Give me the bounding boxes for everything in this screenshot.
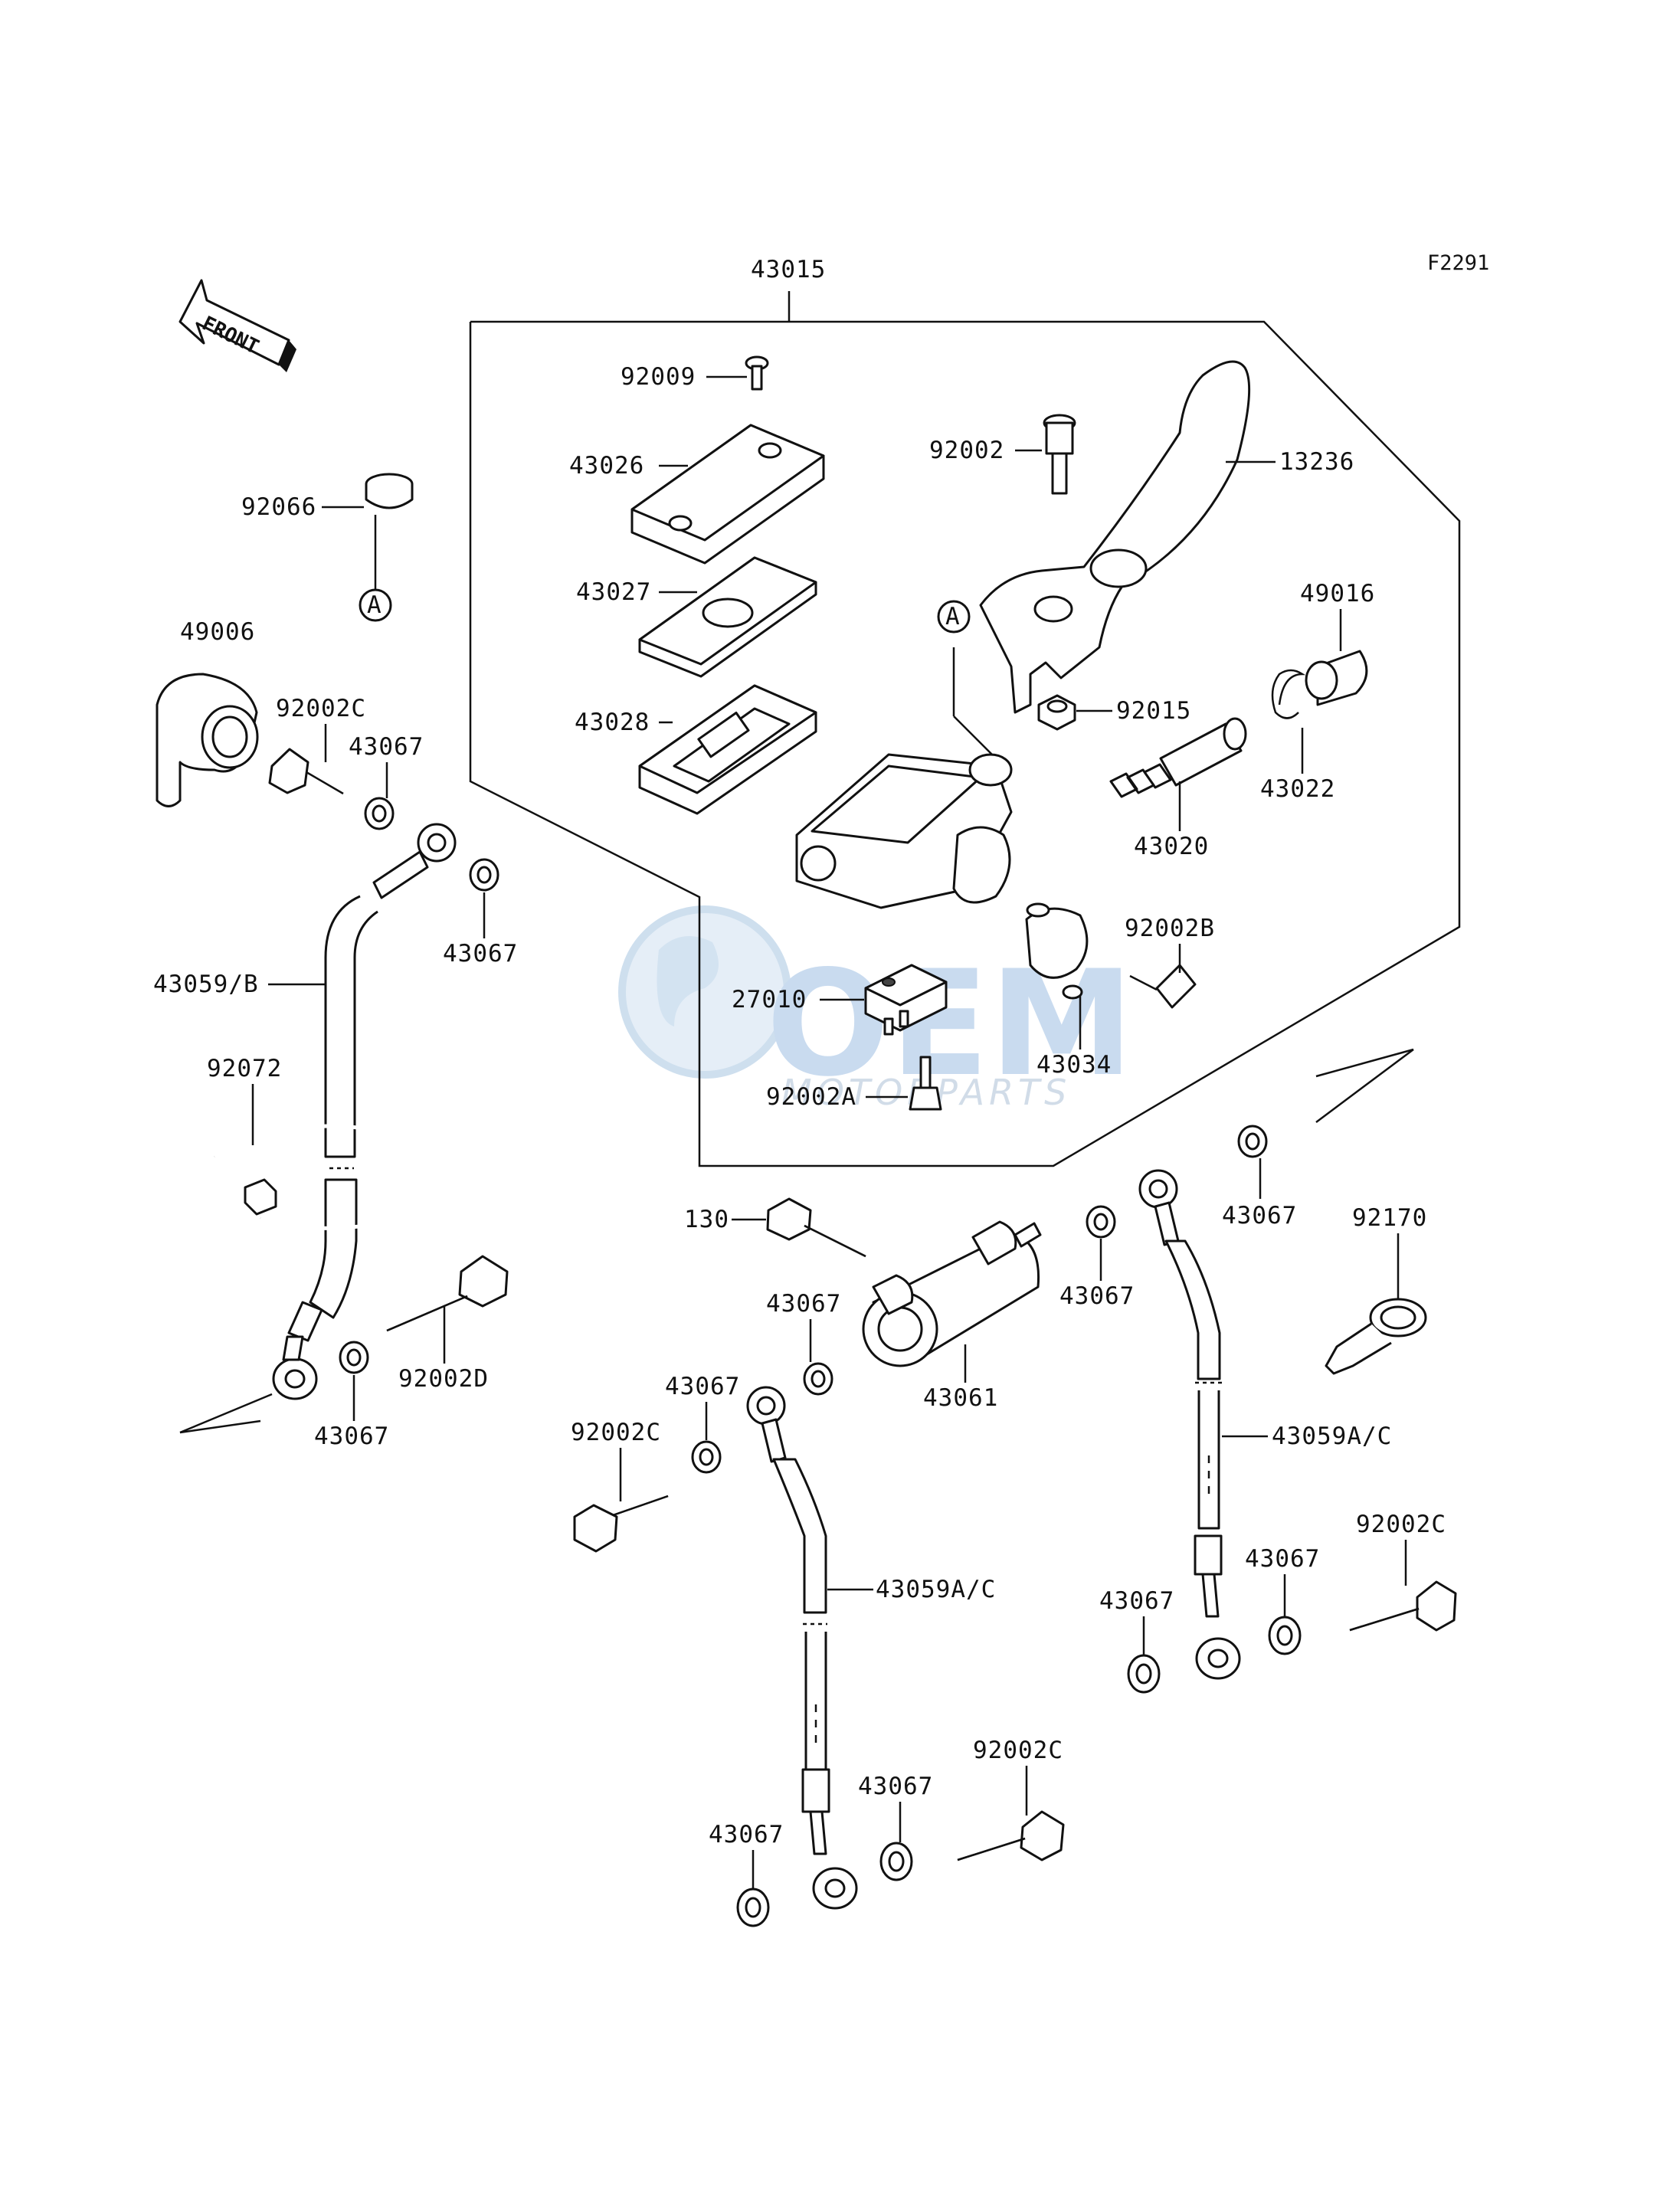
brake-hose-ac-right xyxy=(1138,1169,1241,1680)
label-92002b: 92002B xyxy=(1125,915,1215,942)
label-43020: 43020 xyxy=(1134,833,1209,860)
brake-hose-ac-middle xyxy=(746,1386,858,1910)
hose-joint xyxy=(1325,1298,1427,1375)
direction-line-right xyxy=(1315,1048,1414,1124)
banjo-bolt-upper-left xyxy=(268,748,344,795)
bleeder-cap xyxy=(365,473,414,509)
label-43067-c: 43067 xyxy=(314,1423,389,1450)
leader-a-body-2 xyxy=(953,715,993,755)
label-27010: 27010 xyxy=(732,986,807,1013)
banjo-boot xyxy=(156,673,259,807)
label-92002c-c: 92002C xyxy=(1356,1511,1446,1538)
assembly-boundary xyxy=(469,320,1461,1167)
label-49006: 49006 xyxy=(180,618,255,646)
handlebar-clamp xyxy=(1025,902,1089,1000)
label-43067-e: 43067 xyxy=(766,1290,841,1318)
banjo-bolt-bottom xyxy=(957,1810,1065,1861)
circlip xyxy=(1271,669,1306,719)
clamp-bolt xyxy=(1129,964,1197,1009)
reservoir-cap xyxy=(630,424,825,565)
bolt-130 xyxy=(766,1197,866,1258)
label-43034: 43034 xyxy=(1036,1051,1112,1079)
hose-clamp-band xyxy=(213,1124,425,1230)
label-92015: 92015 xyxy=(1116,697,1191,725)
label-43067-d: 43067 xyxy=(1222,1202,1297,1229)
label-43067-a: 43067 xyxy=(349,733,424,761)
label-49016: 49016 xyxy=(1300,580,1375,607)
label-92002c-d: 92002C xyxy=(973,1737,1063,1764)
label-43067-j: 43067 xyxy=(858,1773,933,1800)
label-92002: 92002 xyxy=(929,437,1004,464)
label-43026: 43026 xyxy=(569,452,644,480)
direction-line-right-2 xyxy=(1315,1048,1414,1078)
label-43061: 43061 xyxy=(923,1384,998,1412)
label-43067-i: 43067 xyxy=(1099,1587,1174,1615)
ref-marker-a-left xyxy=(359,588,392,622)
banjo-bolt-d xyxy=(386,1255,509,1332)
label-43059b: 43059/B xyxy=(153,971,259,998)
label-92002c-a: 92002C xyxy=(276,695,366,722)
label-43022: 43022 xyxy=(1260,775,1335,803)
label-92009: 92009 xyxy=(621,363,696,391)
master-cylinder-body xyxy=(795,753,1013,909)
dust-boot xyxy=(1305,650,1368,706)
label-130: 130 xyxy=(684,1206,729,1233)
label-43059ac-b: 43059A/C xyxy=(1272,1423,1392,1450)
label-92066: 92066 xyxy=(241,493,316,521)
joint-43061 xyxy=(862,1220,1042,1367)
brake-hose-b xyxy=(272,823,457,1400)
lever-pivot-bolt xyxy=(1043,414,1076,495)
ref-marker-a-body-label: A xyxy=(945,603,961,630)
direction-line-left xyxy=(179,1393,273,1434)
label-92170: 92170 xyxy=(1352,1204,1427,1232)
front-arrow-icon: FRONT xyxy=(178,279,296,372)
direction-line-left-2 xyxy=(179,1419,261,1434)
piston-kit xyxy=(1109,717,1247,798)
label-92002a: 92002A xyxy=(766,1083,856,1111)
label-43067-h: 43067 xyxy=(1245,1545,1320,1573)
banjo-bolt-right xyxy=(1349,1580,1457,1632)
label-43059ac-a: 43059A/C xyxy=(876,1576,996,1603)
label-43067-b: 43067 xyxy=(443,940,518,968)
label-43027: 43027 xyxy=(576,578,651,606)
ref-marker-a-body xyxy=(937,600,971,634)
label-43028: 43028 xyxy=(575,709,650,736)
banjo-bolt-middle-left xyxy=(573,1495,669,1553)
reservoir-screw xyxy=(745,355,769,391)
label-13236: 13236 xyxy=(1279,448,1354,476)
label-43067-f: 43067 xyxy=(1059,1282,1135,1310)
label-92002d: 92002D xyxy=(398,1365,489,1393)
label-43015: 43015 xyxy=(751,256,826,283)
figure-code: F2291 xyxy=(1427,251,1489,275)
watermark-continent-shape xyxy=(657,936,719,1026)
reservoir-plate xyxy=(638,556,817,678)
pivot-nut xyxy=(1037,694,1076,731)
brake-lever xyxy=(979,360,1251,714)
label-43067-k: 43067 xyxy=(709,1821,784,1848)
reservoir-diaphragm xyxy=(638,684,817,815)
brake-light-switch xyxy=(864,964,948,1036)
label-92002c-b: 92002C xyxy=(571,1419,661,1446)
label-92072: 92072 xyxy=(207,1055,282,1082)
ref-marker-a-left-label: A xyxy=(367,591,382,619)
switch-screw xyxy=(909,1056,942,1111)
label-43067-g: 43067 xyxy=(665,1373,740,1400)
